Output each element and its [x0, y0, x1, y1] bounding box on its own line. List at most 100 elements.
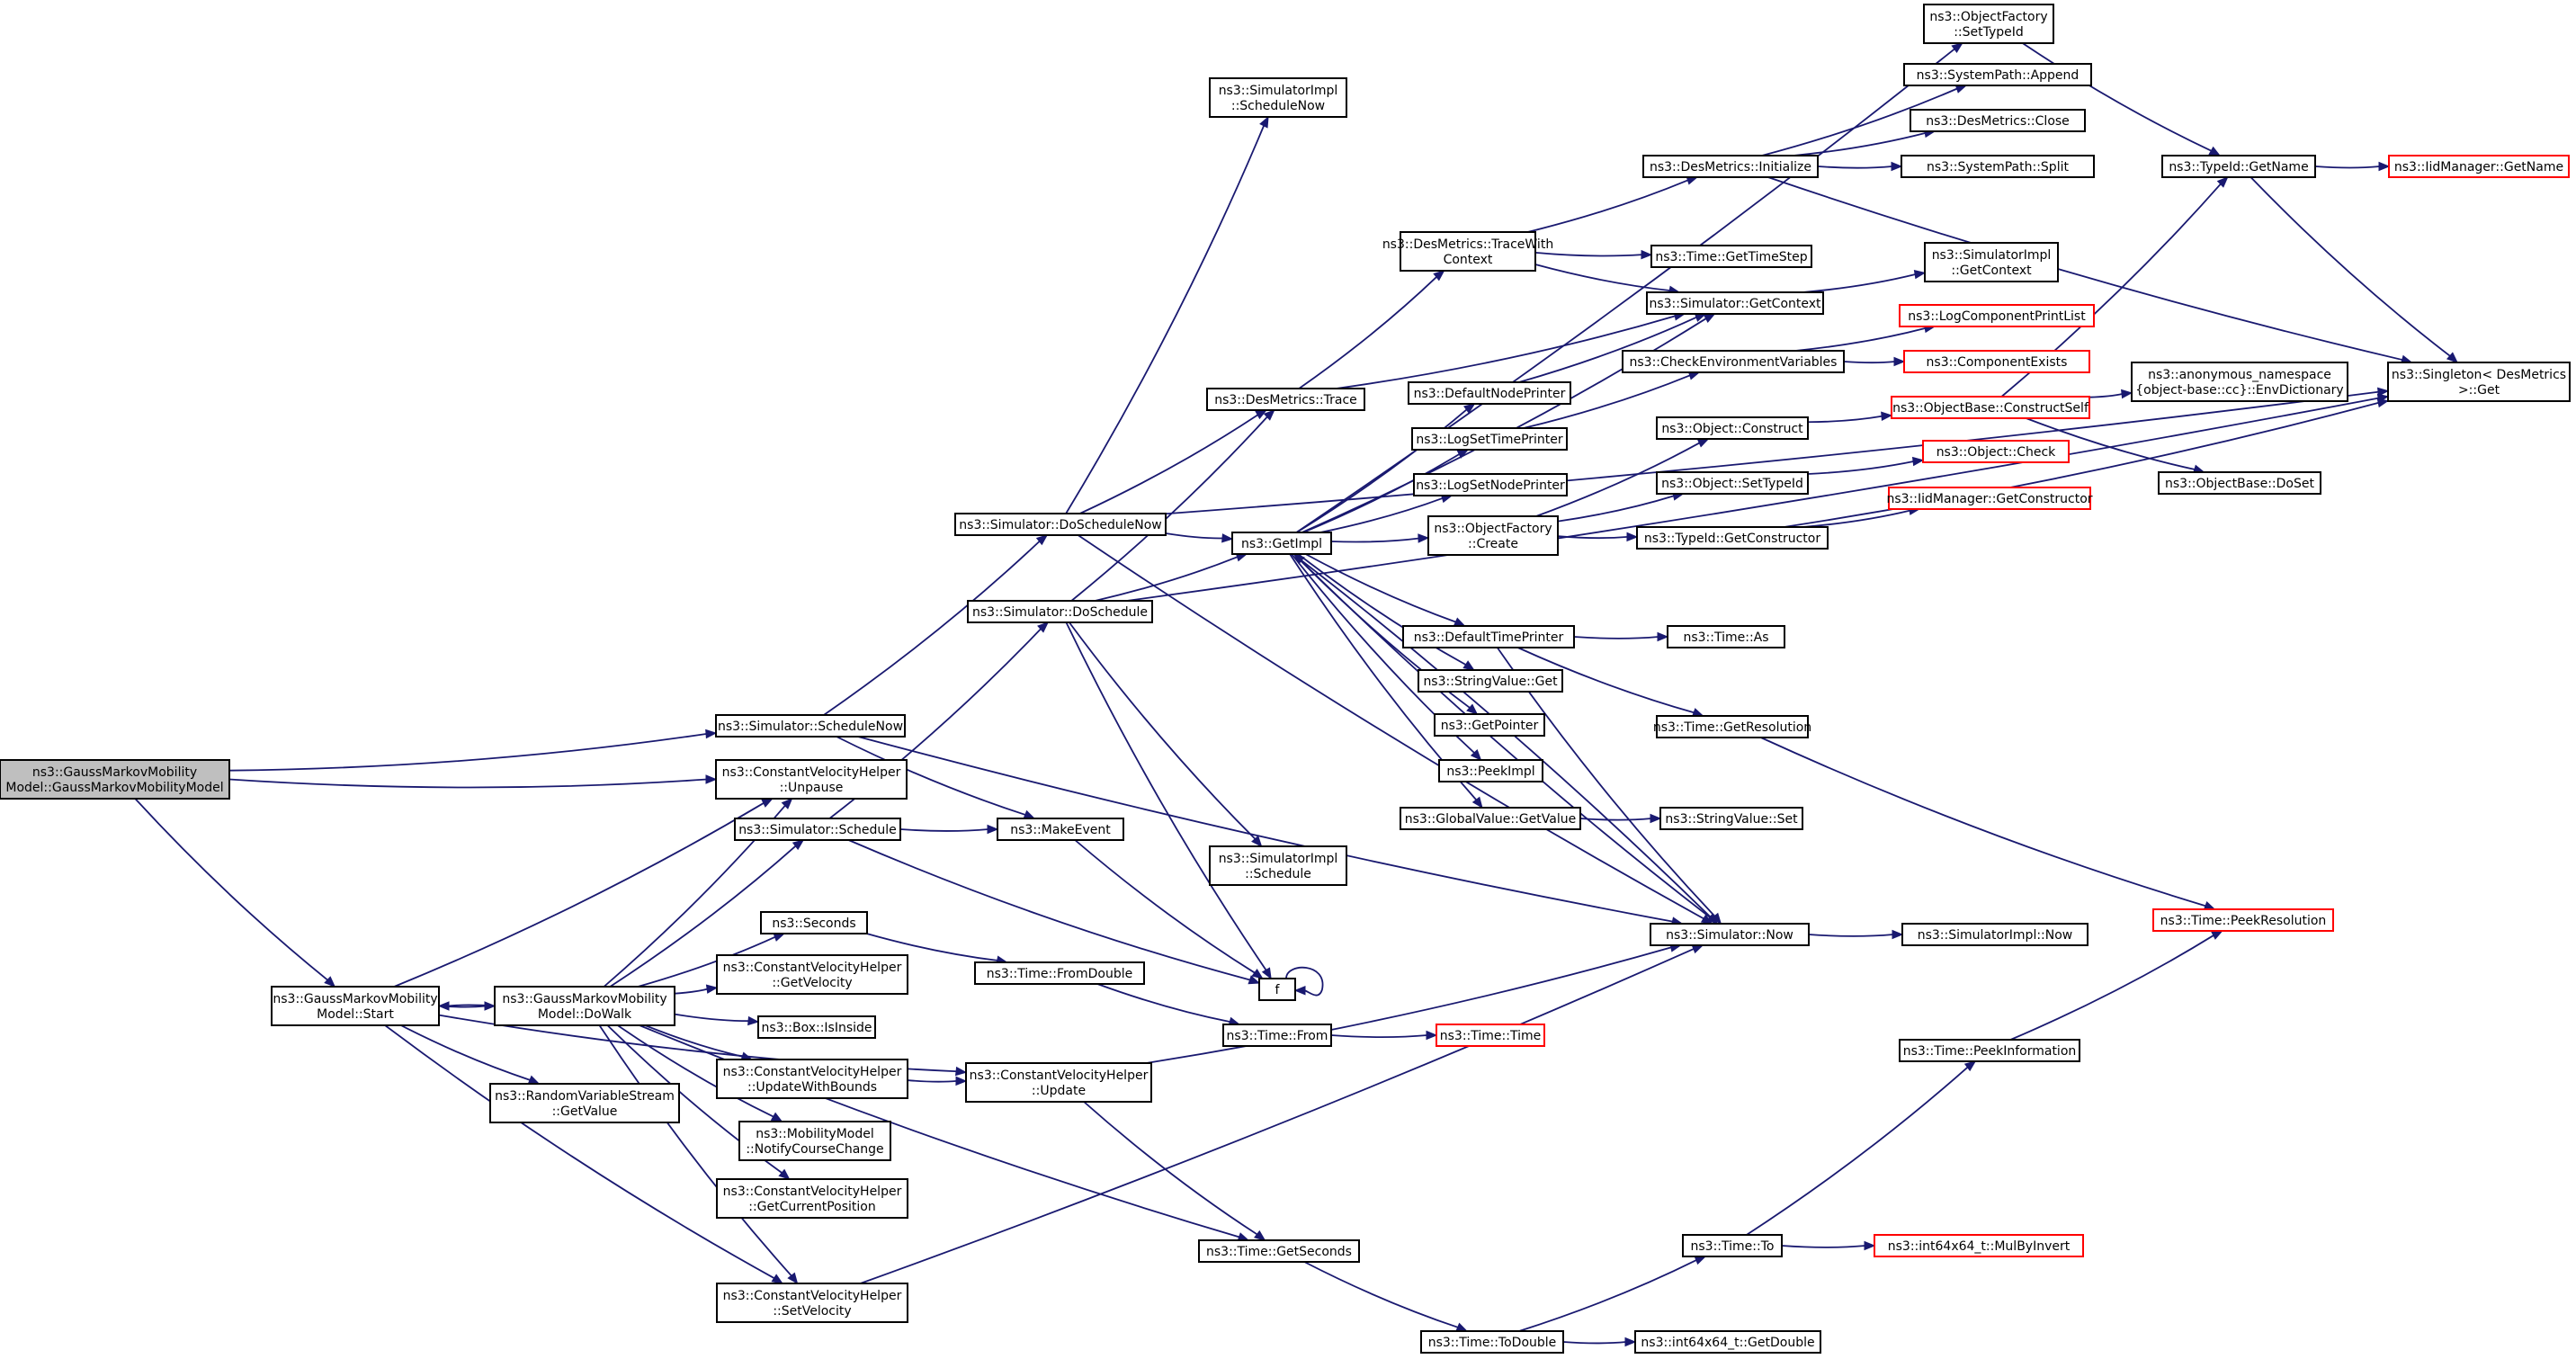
node-start[interactable]: ns3::GaussMarkovMobilityModel::Start [271, 986, 440, 1026]
node-gvgetvalue[interactable]: ns3::GlobalValue::GetValue [1400, 807, 1581, 830]
node-box [760, 911, 868, 934]
node-peekimpl[interactable]: ns3::PeekImpl [1438, 759, 1543, 782]
call-edge-doschednow-to-dmtrace [1079, 409, 1268, 514]
node-cvupdate[interactable]: ns3::ConstantVelocityHelper::Update [965, 1062, 1152, 1103]
node-compexists[interactable]: ns3::ComponentExists [1903, 350, 2090, 373]
node-obdoset[interactable]: ns3::ObjectBase::DoSet [2158, 471, 2321, 495]
node-updbounds[interactable]: ns3::ConstantVelocityHelper::UpdateWithB… [716, 1059, 908, 1099]
node-dowalk[interactable]: ns3::GaussMarkovMobilityModel::DoWalk [494, 986, 675, 1026]
node-ofcreate[interactable]: ns3::ObjectFactory::Create [1427, 515, 1559, 556]
node-timeto[interactable]: ns3::Time::To [1682, 1234, 1783, 1257]
call-edge-f-to-f [1285, 966, 1324, 997]
call-edge-tidgetctor-to-singleton [1784, 398, 2390, 528]
node-label: ns3::GaussMarkovMobility [32, 765, 197, 780]
node-getimpl[interactable]: ns3::GetImpl [1231, 532, 1332, 555]
node-setvel[interactable]: ns3::ConstantVelocityHelper::SetVelocity [716, 1283, 908, 1323]
node-label: {object-base::cc}::EnvDictionary [2135, 383, 2343, 398]
node-getdouble[interactable]: ns3::int64x64_t::GetDouble [1634, 1330, 1821, 1354]
node-getvel[interactable]: ns3::ConstantVelocityHelper::GetVelocity [716, 954, 908, 995]
node-tidgetname[interactable]: ns3::TypeId::GetName [2161, 155, 2316, 178]
node-doschednow[interactable]: ns3::Simulator::DoScheduleNow [954, 513, 1167, 536]
node-objsettypeid[interactable]: ns3::Object::SetTypeId [1656, 471, 1809, 495]
node-box [967, 600, 1153, 623]
node-label: ns3::Box::IsInside [761, 1021, 872, 1035]
node-logsetnode[interactable]: ns3::LogSetNodePrinter [1413, 473, 1568, 496]
node-implschednow[interactable]: ns3::SimulatorImpl::ScheduleNow [1209, 77, 1347, 118]
node-peekinfo[interactable]: ns3::Time::PeekInformation [1899, 1039, 2080, 1062]
node-implnow[interactable]: ns3::SimulatorImpl::Now [1901, 923, 2089, 946]
node-getseconds[interactable]: ns3::Time::GetSeconds [1198, 1239, 1360, 1263]
node-dosched[interactable]: ns3::Simulator::DoSchedule [967, 600, 1153, 623]
node-peekres[interactable]: ns3::Time::PeekResolution [2152, 908, 2334, 932]
node-box [1400, 231, 1536, 272]
node-todouble[interactable]: ns3::Time::ToDouble [1420, 1330, 1564, 1354]
node-timefrom[interactable]: ns3::Time::From [1222, 1024, 1332, 1047]
node-timeas[interactable]: ns3::Time::As [1667, 625, 1785, 648]
node-unpause[interactable]: ns3::ConstantVelocityHelper::Unpause [715, 759, 908, 800]
node-dmclose[interactable]: ns3::DesMetrics::Close [1910, 109, 2086, 132]
node-getres[interactable]: ns3::Time::GetResolution [1653, 715, 1811, 738]
node-deftimeprinter[interactable]: ns3::DefaultTimePrinter [1402, 625, 1575, 648]
node-rvsget[interactable]: ns3::RandomVariableStream::GetValue [489, 1083, 680, 1123]
call-edge-ofcreate-to-objsettypeid [1557, 491, 1685, 523]
node-box [974, 961, 1145, 985]
node-dminit[interactable]: ns3::DesMetrics::Initialize [1642, 155, 1819, 178]
node-implschedule[interactable]: ns3::SimulatorImpl::Schedule [1209, 845, 1347, 886]
node-box [965, 1062, 1152, 1103]
node-box [1891, 396, 2090, 419]
node-box [738, 1121, 891, 1161]
node-label: ns3::CheckEnvironmentVariables [1630, 355, 1838, 370]
node-seconds[interactable]: ns3::Seconds [760, 911, 868, 934]
node-getcurpos[interactable]: ns3::ConstantVelocityHelper::GetCurrentP… [716, 1178, 908, 1219]
node-label: ::Create [1468, 537, 1518, 551]
call-edge-dowalk-to-getvel [674, 984, 719, 995]
call-edge-ofsettypeid-to-tidgetname [2022, 42, 2222, 156]
node-timetime[interactable]: ns3::Time::Time [1436, 1024, 1545, 1047]
node-notify[interactable]: ns3::MobilityModel::NotifyCourseChange [738, 1121, 891, 1161]
node-box [1636, 526, 1829, 550]
node-syssplit[interactable]: ns3::SystemPath::Split [1901, 155, 2095, 178]
node-singleton[interactable]: ns3::Singleton< DesMetrics >::Get [2387, 362, 2571, 402]
call-edge-peekinfo-to-peekres [2009, 930, 2223, 1041]
call-edge-dowalk-to-setvel [598, 1024, 799, 1285]
node-strvalget[interactable]: ns3::StringValue::Get [1418, 669, 1563, 693]
node-ofsettypeid[interactable]: ns3::ObjectFactory::SetTypeId [1923, 4, 2054, 44]
node-f[interactable]: f [1258, 978, 1296, 1001]
node-implgetctx[interactable]: ns3::SimulatorImpl::GetContext [1924, 242, 2059, 282]
node-objcheck[interactable]: ns3::Object::Check [1922, 440, 2070, 463]
node-getpointer[interactable]: ns3::GetPointer [1434, 713, 1545, 737]
node-label: ns3::StringValue::Set [1665, 812, 1798, 827]
node-sysappend[interactable]: ns3::SystemPath::Append [1903, 63, 2092, 86]
node-simnow[interactable]: ns3::Simulator::Now [1650, 923, 1810, 946]
node-mulbyinvert[interactable]: ns3::int64x64_t::MulByInvert [1874, 1234, 2084, 1257]
call-edge-objconstruct-to-obconstructself [1807, 411, 1893, 424]
node-logsettime[interactable]: ns3::LogSetTimePrinter [1411, 427, 1568, 451]
node-objconstruct[interactable]: ns3::Object::Construct [1656, 416, 1809, 440]
node-isinside[interactable]: ns3::Box::IsInside [757, 1015, 876, 1039]
node-label: ns3::SystemPath::Append [1917, 68, 2080, 83]
node-schednow[interactable]: ns3::Simulator::ScheduleNow [715, 714, 906, 738]
node-box [1667, 625, 1785, 648]
call-edge-start-to-setvel [384, 1024, 784, 1284]
node-label: ::GetValue [552, 1104, 618, 1119]
node-tidgetctor[interactable]: ns3::TypeId::GetConstructor [1636, 526, 1829, 550]
node-makeevent[interactable]: ns3::MakeEvent [997, 818, 1124, 841]
node-gettimestep[interactable]: ns3::Time::GetTimeStep [1650, 245, 1812, 268]
node-label: ns3::TypeId::GetConstructor [1644, 532, 1820, 546]
node-iidgetctor[interactable]: ns3::IidManager::GetConstructor [1886, 487, 2093, 510]
node-simgetctx[interactable]: ns3::Simulator::GetContext [1646, 291, 1824, 315]
node-checkenv[interactable]: ns3::CheckEnvironmentVariables [1622, 350, 1845, 373]
node-strvalset[interactable]: ns3::StringValue::Set [1659, 807, 1803, 830]
node-schedule[interactable]: ns3::Simulator::Schedule [734, 818, 901, 841]
node-iidgetname[interactable]: ns3::IidManager::GetName [2388, 155, 2570, 178]
node-box [2161, 155, 2316, 178]
node-envdict[interactable]: ns3::anonymous_namespace{object-base::cc… [2131, 362, 2348, 402]
node-dmtrace[interactable]: ns3::DesMetrics::Trace [1206, 388, 1365, 411]
node-defnodeprinter[interactable]: ns3::DefaultNodePrinter [1408, 381, 1571, 405]
node-obconstructself[interactable]: ns3::ObjectBase::ConstructSelf [1891, 396, 2090, 419]
node-label: ns3::MobilityModel [756, 1127, 874, 1141]
node-logcompprint[interactable]: ns3::LogComponentPrintList [1899, 304, 2095, 327]
node-fromdouble[interactable]: ns3::Time::FromDouble [974, 961, 1145, 985]
node-box [1420, 1330, 1564, 1354]
